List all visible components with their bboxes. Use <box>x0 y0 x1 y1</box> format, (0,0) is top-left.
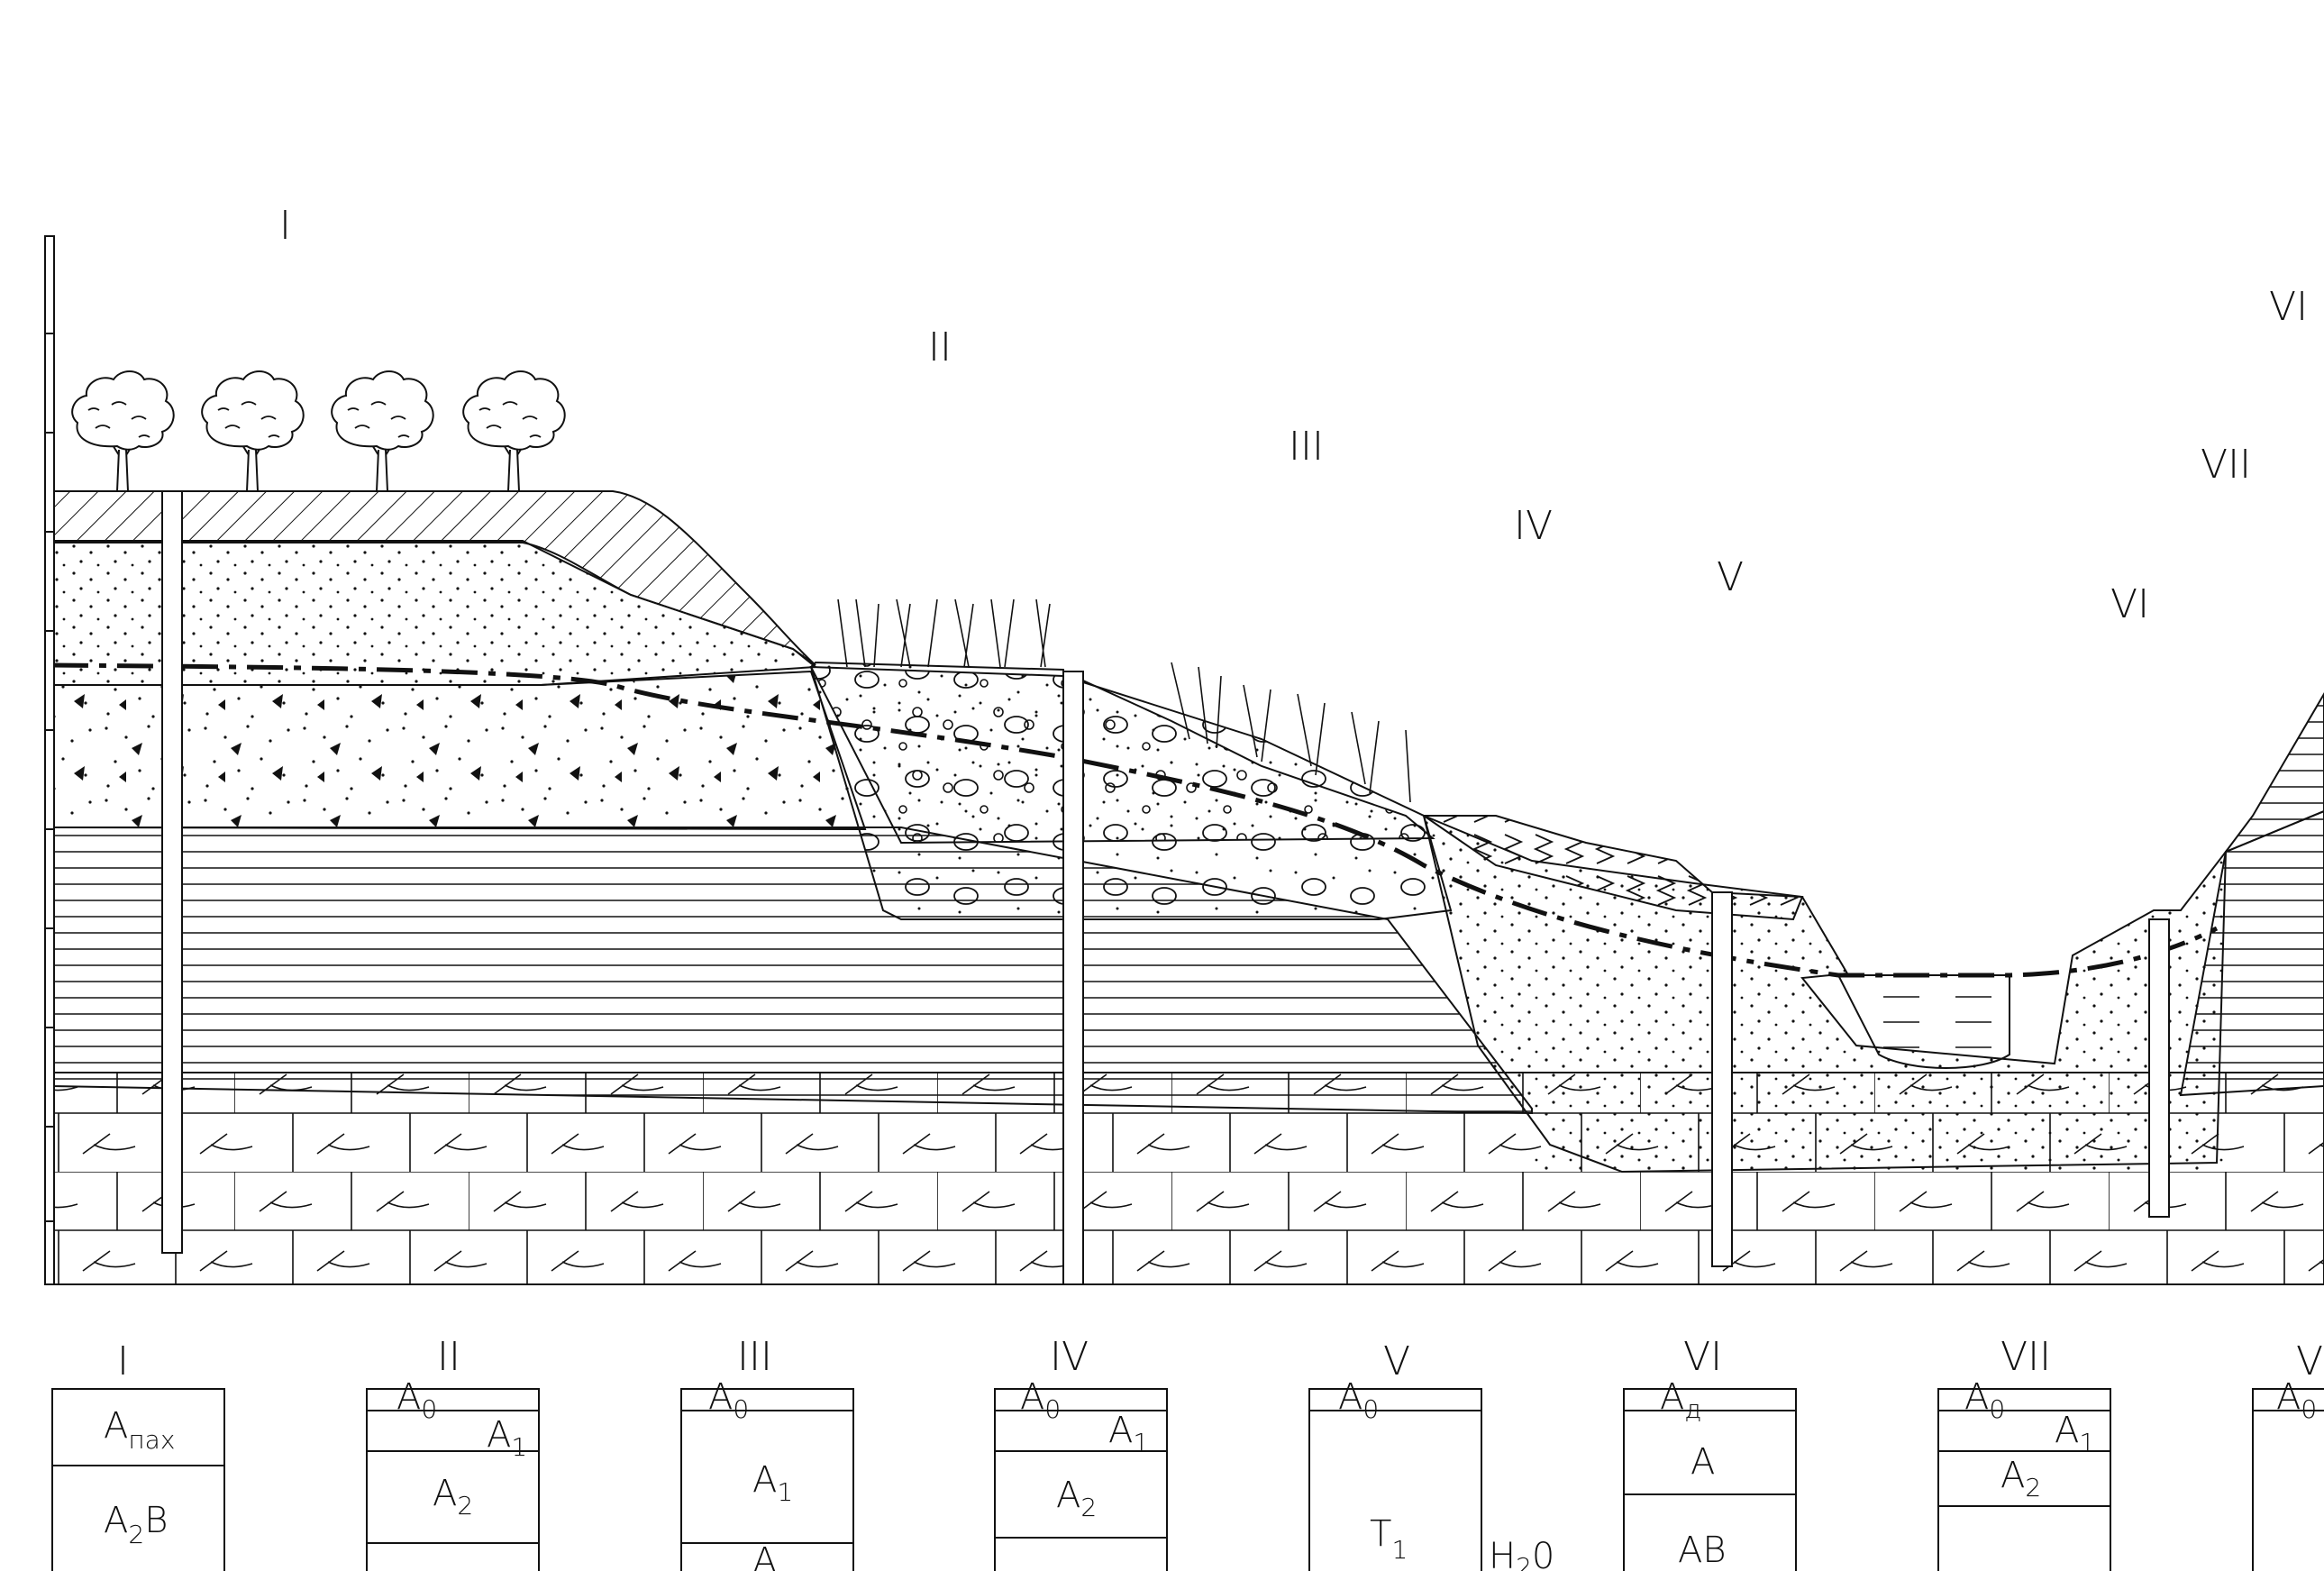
tree-icon <box>71 370 175 492</box>
profile-title: IV <box>1050 1334 1089 1380</box>
horizon-label: AB <box>1678 1530 1727 1571</box>
zone-label: VII <box>2201 442 2251 488</box>
profile-title: V <box>2296 1338 2323 1384</box>
zone-label: III <box>1289 424 1324 470</box>
horizon-label: A1 <box>752 1459 793 1507</box>
horizon-label: T1 <box>1370 1513 1408 1565</box>
profile-II: II A0 A1 A2 <box>366 1334 540 1571</box>
side-label: H20 <box>1489 1536 1554 1571</box>
horizon-label: A0 <box>2276 1376 2317 1424</box>
right-slope-clay <box>2223 692 2324 854</box>
profile-III: III A0 A1 A <box>680 1334 854 1571</box>
profile-title: V <box>1383 1338 1410 1384</box>
profile-VII: VII A0 A1 A2 <box>1937 1334 2111 1571</box>
groundwater-line <box>51 662 2219 978</box>
horizon-label: A0 <box>396 1376 437 1424</box>
borehole-2 <box>1062 671 1084 1285</box>
water-body <box>1836 974 2010 1069</box>
profile-V: V A0 T1 H20 <box>1308 1338 1554 1571</box>
profile-I: I Aпах A2B <box>51 1338 225 1571</box>
horizon-label: A0 <box>1020 1376 1061 1424</box>
topsoil-hatched <box>51 490 816 666</box>
tree-icon <box>462 370 566 492</box>
zone-label: V <box>1717 554 1744 600</box>
depth-scale <box>44 235 55 1285</box>
profile-IV: IV A0 A1 A2 <box>994 1334 1168 1571</box>
grass-tuft-1 <box>837 598 1051 668</box>
zone-label: VI <box>2110 581 2149 627</box>
cross-section <box>44 235 2324 1285</box>
borehole-4 <box>2148 918 2170 1218</box>
zone-label: II <box>928 324 952 370</box>
soil-profiles: I Aпах A2B II A0 A1 A2 III A0 A1 A <box>51 1334 2324 1571</box>
profile-title: III <box>737 1334 772 1380</box>
borehole-1 <box>161 490 183 1254</box>
zone-label: IV <box>1514 503 1553 549</box>
profile-title: I <box>117 1338 129 1384</box>
borehole-3 <box>1711 891 1733 1267</box>
horizon-label: A1 <box>2055 1410 2095 1457</box>
horizon-label: A <box>752 1540 777 1571</box>
horizon-label: A0 <box>1338 1376 1379 1424</box>
tree-icon <box>201 370 305 492</box>
grass-tuft-2 <box>1171 662 1411 803</box>
zone-label: I <box>279 203 291 249</box>
tree-icon <box>331 370 434 492</box>
pebble-sand-upper <box>809 661 1435 845</box>
horizon-label: Aпах <box>104 1405 175 1455</box>
horizon-label: A2 <box>2000 1455 2041 1502</box>
horizon-label: A2 <box>433 1473 473 1521</box>
profile-VI: VI Aд A AB <box>1623 1334 1797 1571</box>
horizon-label: Aд <box>1660 1376 1701 1424</box>
horizon-label: A1 <box>1108 1410 1149 1457</box>
profile-title: VI <box>1683 1334 1722 1380</box>
horizon-label: A <box>1691 1441 1715 1483</box>
profile-title: II <box>437 1334 460 1380</box>
horizon-label: A0 <box>708 1376 749 1424</box>
zone-labels: I II III IV V VI VII VI <box>279 203 2308 627</box>
horizon-label: A0 <box>1964 1376 2005 1424</box>
horizon-label: A1 <box>487 1414 527 1462</box>
horizon-label: A2B <box>104 1500 168 1549</box>
peat-layer <box>1420 815 1804 921</box>
horizon-label: A2 <box>1056 1475 1097 1522</box>
zone-label: VI <box>2269 284 2308 330</box>
profile-V-partial: V A0 <box>2252 1338 2324 1571</box>
depth-scale-ticks <box>45 333 54 1222</box>
profile-title: VII <box>2000 1334 2051 1380</box>
